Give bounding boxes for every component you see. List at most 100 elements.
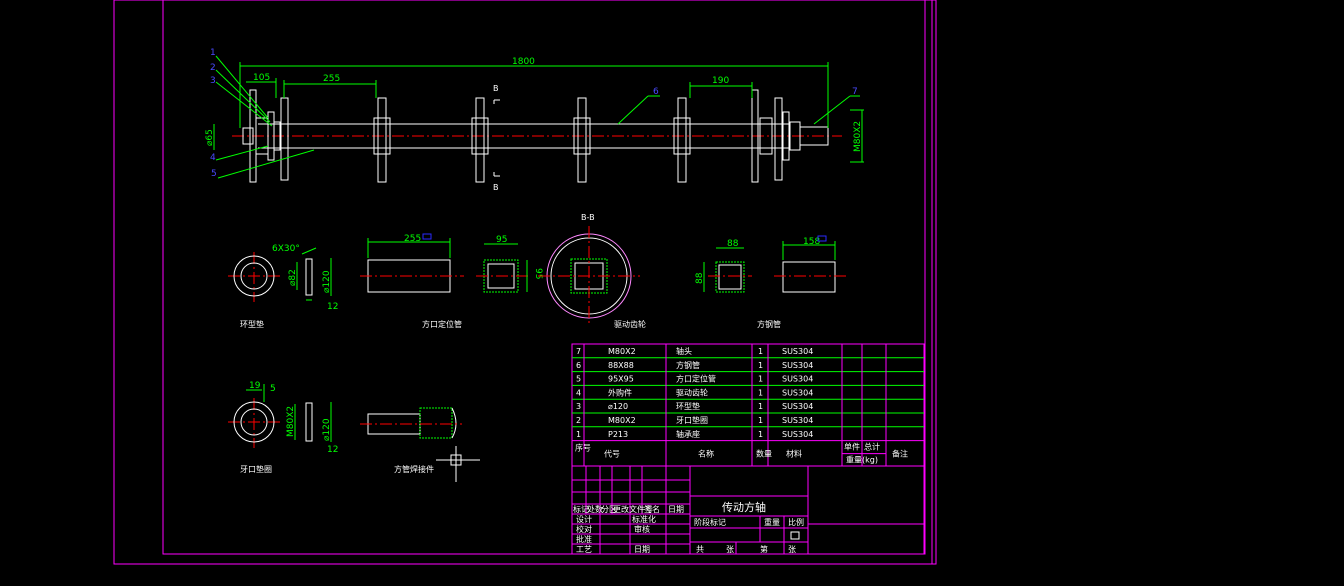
- caption-drive-gear: 驱动齿轮: [614, 319, 646, 329]
- dim-washer-thread: M80X2: [286, 406, 296, 437]
- section-mark-bottom: B: [493, 183, 499, 192]
- tb-check: 校对: [576, 524, 592, 534]
- parts-cell: SUS304: [782, 347, 813, 356]
- tb-date: 日期: [668, 505, 684, 514]
- tb-zone: 分区: [601, 505, 617, 514]
- caption-ring-washer: 环型垫: [240, 319, 264, 329]
- parts-header-cell: 重量(kg): [846, 455, 878, 465]
- parts-cell: 1: [758, 361, 763, 370]
- tb-design: 设计: [576, 514, 592, 524]
- tb-approve: 批准: [576, 534, 592, 544]
- parts-cell: 外购件: [608, 387, 632, 397]
- caption-square-steel: 方钢管: [757, 319, 781, 329]
- caption-square-tube: 方口定位管: [422, 319, 462, 329]
- detail-threaded-washer: 19 5 M80X2 ⌀120 12 牙口垫圈: [228, 381, 338, 474]
- gear-flange-3: [577, 97, 587, 183]
- right-plate: [774, 97, 783, 181]
- parts-cell: SUS304: [782, 430, 813, 439]
- parts-cell: SUS304: [782, 402, 813, 411]
- gear-hub-4: [673, 117, 691, 155]
- gear-hub-1: [373, 117, 391, 155]
- parts-header-cell: 总计: [864, 442, 880, 452]
- dim-diameter: ⌀65: [205, 129, 215, 146]
- scale-box: [790, 531, 800, 540]
- tb-sign: 签名: [644, 504, 660, 514]
- right-hub: [759, 117, 773, 155]
- parts-cell: SUS304: [782, 388, 813, 397]
- parts-cell: ⌀120: [608, 402, 628, 411]
- parts-cell: 1: [758, 402, 763, 411]
- dim-section-width: 95: [496, 235, 507, 245]
- title-block: 传动方轴 标记 处数 分区 更改文件号 签名 日期 设计 标准化 校对 审核 工…: [571, 465, 925, 555]
- outer-border: [113, 0, 937, 565]
- part-balloons: 1 2 3 4 5 6 7: [210, 48, 860, 179]
- dim-section-height: 95: [533, 268, 543, 279]
- balloon-1: 1: [210, 48, 216, 58]
- caption-threaded-washer: 牙口垫圈: [240, 464, 272, 474]
- parts-cell: M80X2: [608, 347, 636, 356]
- parts-cell: 1: [758, 375, 763, 384]
- dim-overall-length: 1800: [512, 57, 535, 67]
- main-dimensions: 1800 105 255 190 ⌀65 M80X2: [205, 57, 864, 163]
- inner-border: [162, 0, 926, 555]
- parts-cell: SUS304: [782, 416, 813, 425]
- tb-count: 处数: [587, 504, 603, 514]
- parts-cell: 方钢管: [676, 360, 700, 370]
- balloon-5: 5: [211, 169, 217, 179]
- tb-date2: 日期: [634, 545, 650, 554]
- dim-tube-length: 255: [404, 234, 421, 244]
- tb-total-sheets: 共: [696, 545, 704, 554]
- parts-cell: 环型垫: [676, 401, 700, 411]
- parts-cell: P213: [608, 430, 628, 439]
- gear-hub-2: [471, 117, 489, 155]
- tb-stage-mark: 阶段标记: [694, 517, 726, 527]
- parts-cell: 2: [576, 416, 581, 425]
- gear-flange-1: [377, 97, 387, 183]
- parts-cell: SUS304: [782, 375, 813, 384]
- balloon-2: 2: [210, 63, 216, 73]
- tb-review: 审核: [634, 524, 650, 534]
- detail-square-section: 95 95: [476, 235, 543, 293]
- dim-thread: M80X2: [853, 121, 863, 152]
- dim-steel-width: 88: [727, 239, 739, 249]
- parts-cell: 1: [758, 416, 763, 425]
- left-shaft-end: [242, 127, 254, 145]
- dim-inner-diameter: ⌀82: [288, 269, 298, 286]
- left-plate: [280, 97, 289, 181]
- detail-weldment: 方管焊接件: [360, 407, 480, 482]
- tb-sheet-no: 第: [760, 544, 768, 554]
- parts-header-cell: 代号: [604, 449, 620, 459]
- dim-right-spacing: 190: [712, 76, 729, 86]
- dim-washer-5: 5: [270, 384, 276, 394]
- parts-header-cell: 备注: [892, 449, 908, 459]
- parts-cell: 5: [576, 375, 581, 384]
- caption-weldment: 方管焊接件: [394, 464, 434, 474]
- parts-header-cell: 数量: [756, 449, 772, 459]
- gear-hub-3: [573, 117, 591, 155]
- detail-drive-gear: B-B 驱动齿轮: [538, 213, 646, 329]
- parts-header-cell: 单件: [844, 442, 860, 452]
- section-mark-top: B: [493, 84, 499, 93]
- dim-washer-19: 19: [249, 381, 261, 391]
- parts-cell: 3: [576, 402, 581, 411]
- dim-left-offset: 105: [253, 73, 270, 83]
- dim-outer-diameter: ⌀120: [322, 270, 332, 293]
- right-washer: [782, 111, 790, 161]
- parts-cell: 轴头: [676, 346, 692, 356]
- parts-cell: 方口定位管: [676, 374, 716, 384]
- parts-cell: 牙口垫圈: [676, 415, 708, 425]
- drawing-title: 传动方轴: [722, 500, 766, 514]
- dim-first-spacing: 255: [323, 74, 340, 84]
- thread-end: [799, 126, 829, 146]
- dim-thickness: 12: [327, 302, 338, 312]
- right-bearing-flange: [751, 89, 759, 183]
- parts-cell: 4: [576, 388, 581, 397]
- parts-cell: 95X95: [608, 375, 634, 384]
- main-shaft-view: 1800 105 255 190 ⌀65 M80X2 B B: [205, 48, 864, 192]
- balloon-3: 3: [210, 76, 216, 86]
- parts-cell: 1: [758, 430, 763, 439]
- parts-cell: 1: [576, 430, 581, 439]
- detail-square-tube: 255 方口定位管: [360, 233, 464, 329]
- parts-cell: 轴承座: [676, 429, 700, 439]
